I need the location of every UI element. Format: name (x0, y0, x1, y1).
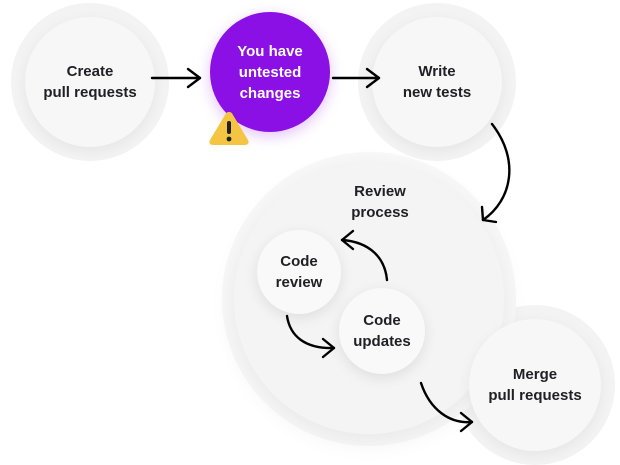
create-pull-requests-label: Create pull requests (43, 63, 137, 101)
merge-pull-requests-node: Merge pull requests (469, 319, 601, 451)
arrow-icon-review-to-merge (419, 381, 474, 433)
arrow-icon-updates-to-review (340, 229, 389, 282)
code-updates-node: Code updates (339, 288, 425, 374)
warning-triangle-icon (209, 112, 249, 145)
review-process-title: Review process (351, 183, 409, 221)
untested-changes-label: You have untested changes (237, 42, 303, 102)
code-review-node: Code review (257, 230, 341, 314)
create-pull-requests-node: Create pull requests (25, 17, 155, 147)
write-new-tests-node: Write new tests (372, 17, 502, 147)
arrow-icon-review-to-updates (285, 314, 336, 359)
arrow-icon-untested-to-write (331, 67, 381, 89)
arrow-icon-write-to-review (480, 122, 511, 224)
write-new-tests-label: Write new tests (402, 63, 472, 101)
merge-pull-requests-label: Merge pull requests (488, 366, 582, 404)
untested-changes-node: You have untested changes (210, 12, 330, 132)
code-review-label: Code review (275, 253, 323, 291)
arrow-icon-create-to-untested (150, 67, 202, 89)
code-updates-label: Code updates (353, 312, 411, 350)
